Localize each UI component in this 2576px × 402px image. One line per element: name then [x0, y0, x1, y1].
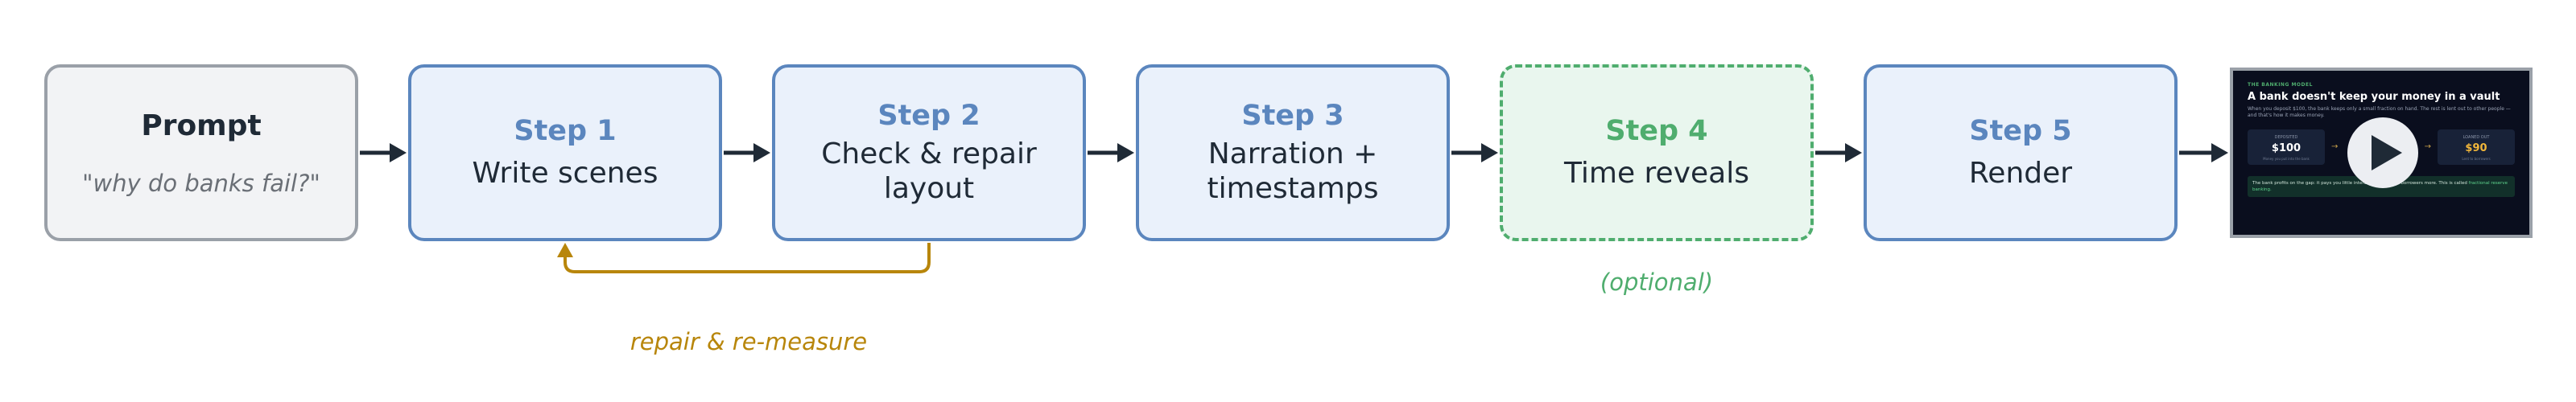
- card-label: DEPOSITED: [2274, 134, 2298, 140]
- thumbnail-subtitle: When you deposit $100, the bank keeps on…: [2248, 106, 2511, 119]
- output-video-thumbnail[interactable]: THE BANKING MODEL A bank doesn't keep yo…: [2230, 68, 2533, 238]
- step-4-box: Step 4 Time reveals: [1500, 64, 1814, 241]
- arrowhead-step-1: [390, 143, 407, 162]
- arrowhead-step-5: [1845, 143, 1862, 162]
- thumbnail-arrow-icon-2: →: [2424, 142, 2431, 152]
- step-3-label: Step 3: [1241, 99, 1344, 132]
- step-5-label: Step 5: [1969, 115, 2072, 148]
- strip-highlight: fractional reserve banking.: [2252, 180, 2508, 193]
- thumbnail-card-row: DEPOSITED $100 Money you put into the ba…: [2248, 129, 2515, 165]
- repair-loop-path: [564, 243, 931, 273]
- step-1-text: Write scenes: [472, 156, 658, 190]
- step-2-label: Step 2: [877, 99, 980, 132]
- arrowhead-step-3: [1117, 143, 1134, 162]
- thumbnail-kicker: THE BANKING MODEL: [2248, 82, 2313, 88]
- step-2-box: Step 2 Check & repair layout: [772, 64, 1086, 241]
- step-3-box: Step 3 Narration + timestamps: [1136, 64, 1450, 241]
- step-2-text: Check & repair layout: [821, 137, 1037, 206]
- step-5-text: Render: [1968, 156, 2073, 190]
- arrowhead-step-4: [1481, 143, 1498, 162]
- step-4-text: Time reveals: [1564, 156, 1749, 190]
- play-icon: [2372, 135, 2402, 170]
- card-label: LOANED OUT: [2462, 134, 2490, 140]
- thumbnail-card-deposited: DEPOSITED $100 Money you put into the ba…: [2248, 129, 2325, 165]
- step-3-text: Narration + timestamps: [1207, 137, 1379, 206]
- arrowhead-step-2: [753, 143, 770, 162]
- card-note: Money you put into the bank: [2263, 156, 2310, 161]
- prompt-title: Prompt: [141, 109, 262, 142]
- card-note: Lent to borrowers: [2462, 156, 2491, 161]
- repair-loop-arrowhead: [557, 243, 573, 257]
- thumbnail-arrow-icon: →: [2331, 142, 2339, 152]
- prompt-quote: "why do banks fail?": [82, 169, 320, 197]
- play-button[interactable]: [2347, 117, 2418, 188]
- optional-note: (optional): [1600, 269, 1714, 296]
- arrowhead-output: [2211, 143, 2228, 162]
- repair-loop-label: repair & re-measure: [630, 328, 868, 355]
- strip-text: The bank profits on the gap: it pays you…: [2252, 180, 2467, 186]
- step-5-box: Step 5 Render: [1864, 64, 2178, 241]
- thumbnail-headline: A bank doesn't keep your money in a vaul…: [2248, 91, 2500, 103]
- step-1-label: Step 1: [514, 115, 617, 148]
- thumbnail-card-loaned: LOANED OUT $90 Lent to borrowers: [2438, 129, 2515, 165]
- card-value: $100: [2271, 142, 2301, 154]
- card-value: $90: [2465, 142, 2487, 154]
- step-1-box: Step 1 Write scenes: [408, 64, 722, 241]
- prompt-box: Prompt "why do banks fail?": [44, 64, 358, 241]
- step-4-label: Step 4: [1605, 115, 1708, 148]
